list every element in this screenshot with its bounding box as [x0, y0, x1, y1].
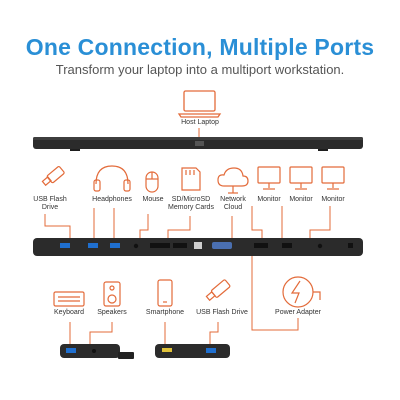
monitor-icon: [289, 166, 313, 190]
device-label-monitor-2: Monitor: [289, 196, 313, 203]
usb-flash-drive-icon: [41, 166, 65, 187]
smartphone-icon: [157, 279, 173, 307]
device-label-power-adapter: Power Adapter: [275, 309, 321, 316]
cloud-icon: [217, 167, 249, 194]
device-label-smartphone: Smartphone: [145, 309, 185, 316]
device-label-keyboard: Keyboard: [54, 309, 84, 316]
monitor-icon: [257, 166, 281, 190]
dock-right-side: [155, 344, 230, 358]
mouse-icon: [145, 171, 159, 193]
device-label-mouse: Mouse: [142, 196, 164, 203]
bottom-connector-lines: [69, 256, 299, 345]
laptop-icon: [177, 90, 222, 118]
headphones-icon: [93, 165, 131, 192]
monitor-icon: [321, 166, 345, 190]
device-label-usb-flash-drive: USB Flash Drive: [33, 196, 67, 211]
dock-front-view: [33, 238, 363, 256]
dock-top-view: [33, 137, 363, 151]
keyboard-icon: [53, 291, 85, 307]
page-subtitle: Transform your laptop into a multiport w…: [55, 62, 345, 77]
device-label-headphones: Headphones: [92, 196, 132, 203]
dock-left-side: [60, 344, 134, 359]
speaker-icon: [103, 281, 121, 307]
device-label-monitor-1: Monitor: [257, 196, 281, 203]
device-label-sd-cards: SD/MicroSD Memory Cards: [168, 196, 214, 211]
device-label-monitor-3: Monitor: [321, 196, 345, 203]
device-label-speakers: Speakers: [97, 309, 127, 316]
device-label-usb-flash-drive-2: USB Flash Drive: [196, 309, 248, 316]
top-connector-lines: [44, 206, 331, 240]
device-label-network-cloud: Network Cloud: [220, 196, 246, 211]
usb-flash-drive-icon: [205, 279, 231, 302]
power-adapter-icon: [282, 276, 321, 308]
sd-card-icon: [181, 167, 201, 191]
page-title: One Connection, Multiple Ports: [25, 34, 375, 60]
host-laptop-label: Host Laptop: [181, 119, 219, 126]
